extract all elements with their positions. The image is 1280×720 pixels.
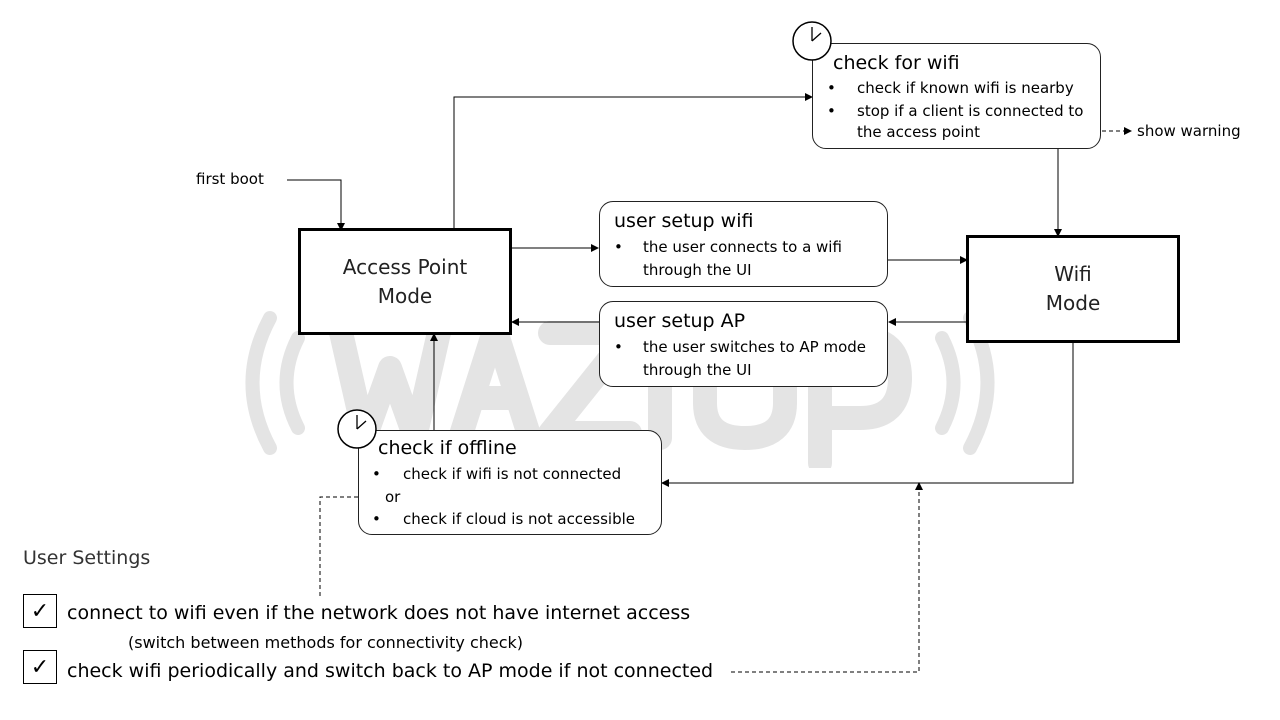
check-if-offline-title: check if offline bbox=[378, 437, 517, 459]
edge-first-boot-to-ap bbox=[287, 179, 345, 231]
check-if-offline-box: check if offline • check if wifi is not … bbox=[358, 430, 662, 535]
user-setup-ap-box: user setup AP • the user switches to AP … bbox=[599, 301, 888, 387]
user-setup-ap-title: user setup AP bbox=[614, 310, 746, 332]
user-setup-wifi-title: user setup wifi bbox=[614, 210, 754, 232]
check-for-wifi-bullet-1: check if known wifi is nearby bbox=[857, 79, 1074, 97]
check-for-wifi-box: check for wifi • check if known wifi is … bbox=[812, 43, 1101, 149]
bullet-icon: • bbox=[372, 465, 381, 483]
wifi-mode-label-1: Wifi bbox=[1054, 262, 1092, 286]
check-for-wifi-title: check for wifi bbox=[833, 52, 960, 74]
user-setup-wifi-line-1: the user connects to a wifi bbox=[643, 238, 842, 256]
check-mark-icon: ✓ bbox=[30, 654, 50, 680]
bullet-icon: • bbox=[372, 510, 381, 528]
check-mark-icon: ✓ bbox=[30, 598, 50, 624]
bullet-icon: • bbox=[614, 338, 623, 356]
access-point-mode-label-2: Mode bbox=[377, 283, 433, 308]
check-for-wifi-bullet-2-line-1: stop if a client is connected to bbox=[857, 102, 1084, 120]
check-if-offline-or: or bbox=[385, 488, 401, 506]
edge-wifi-mode-to-check-offline bbox=[661, 342, 1074, 487]
user-setup-ap-line-2: through the UI bbox=[643, 361, 752, 379]
wifi-mode-state: Wifi Mode bbox=[966, 235, 1180, 343]
show-warning-label: show warning bbox=[1137, 122, 1241, 140]
setting-1-checkbox[interactable]: ✓ bbox=[23, 594, 57, 628]
setting-2-label: check wifi periodically and switch back … bbox=[67, 660, 714, 682]
check-if-offline-bullet-1: check if wifi is not connected bbox=[403, 465, 622, 483]
user-setup-wifi-line-2: through the UI bbox=[643, 261, 752, 279]
check-if-offline-bullet-2: check if cloud is not accessible bbox=[403, 510, 636, 528]
edge-setting2-dashed bbox=[731, 482, 923, 673]
clock-icon bbox=[337, 409, 377, 449]
user-setup-ap-line-1: the user switches to AP mode bbox=[643, 338, 867, 356]
user-settings-heading: User Settings bbox=[23, 547, 151, 569]
first-boot-label: first boot bbox=[196, 170, 264, 188]
access-point-mode-label-1: Access Point bbox=[342, 254, 468, 279]
edge-ap-to-check-wifi bbox=[453, 93, 813, 228]
clock-icon bbox=[792, 21, 832, 61]
check-for-wifi-bullet-2-line-2: the access point bbox=[857, 123, 980, 141]
wifi-mode-label-2: Mode bbox=[1045, 291, 1101, 315]
setting-2-checkbox[interactable]: ✓ bbox=[23, 650, 57, 684]
bullet-icon: • bbox=[827, 79, 836, 97]
user-setup-wifi-box: user setup wifi • the user connects to a… bbox=[599, 201, 888, 287]
setting-1-note: (switch between methods for connectivity… bbox=[128, 633, 524, 652]
bullet-icon: • bbox=[614, 238, 623, 256]
edge-setting1-dashed bbox=[319, 493, 380, 596]
setting-1-label: connect to wifi even if the network does… bbox=[67, 602, 691, 624]
bullet-icon: • bbox=[827, 102, 836, 120]
access-point-mode-state: Access Point Mode bbox=[298, 228, 512, 335]
